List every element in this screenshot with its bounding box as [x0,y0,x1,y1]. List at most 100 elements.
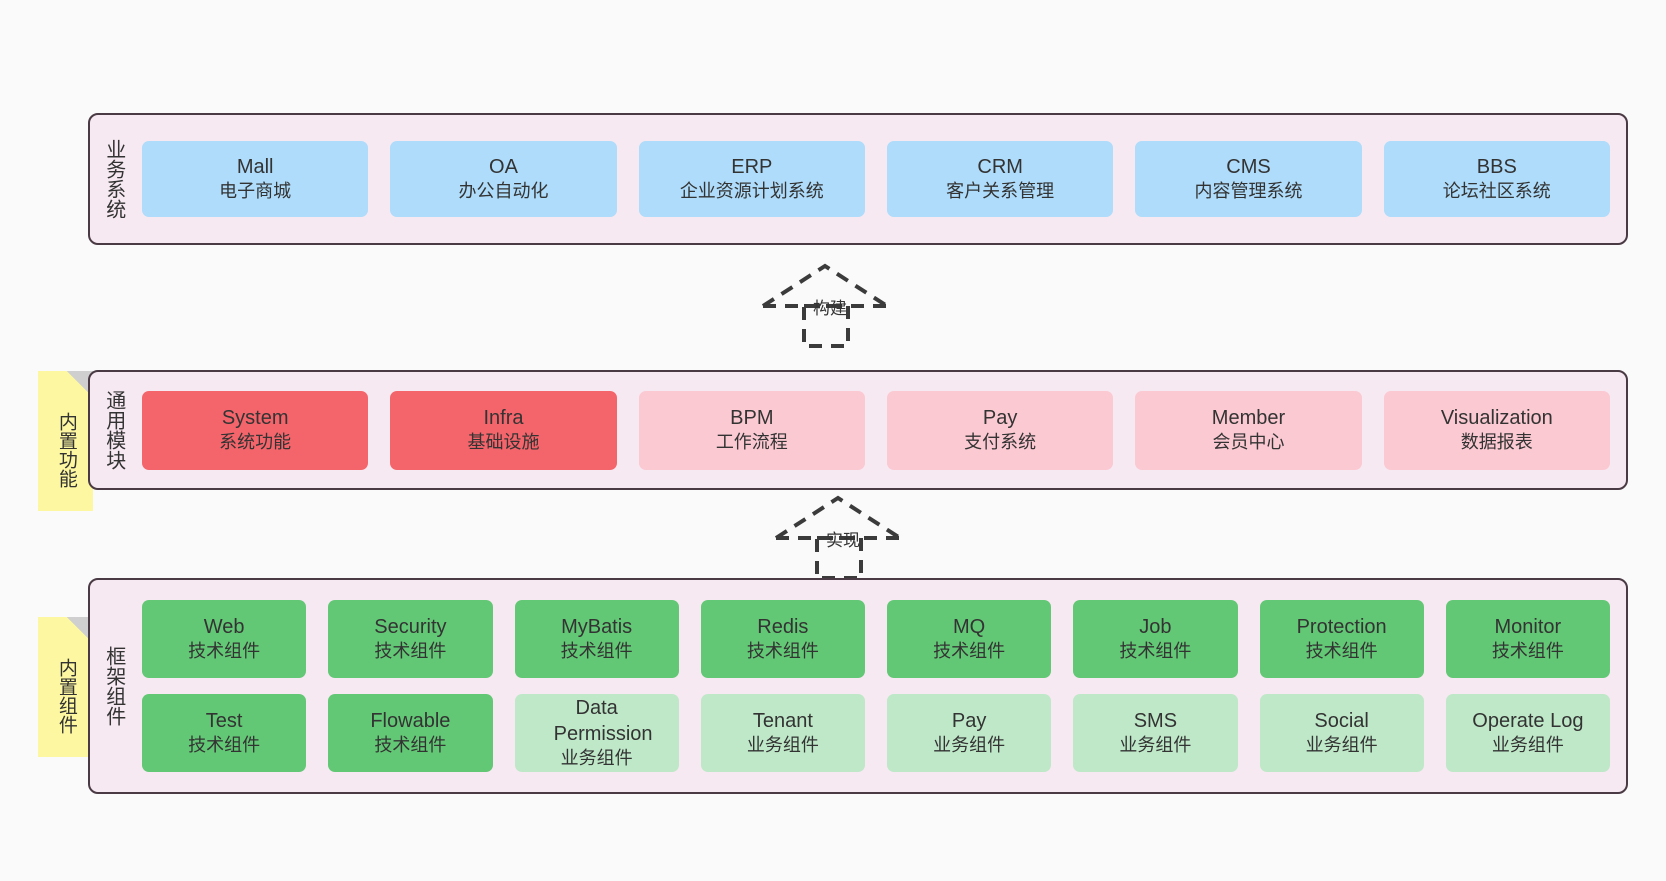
card-subtitle: 技术组件 [188,735,261,756]
card-title: BPM [730,407,774,430]
card-subtitle: 技术组件 [1491,641,1564,662]
card-system[interactable]: System 系统功能 [142,390,369,470]
card-title: Test [205,710,243,733]
note-builtin-features[interactable]: 内置功能 [38,371,93,511]
arrow-head-triangle [761,263,889,308]
card-title: Redis [757,616,809,639]
card-title: System [221,407,289,430]
card-subtitle: 系统功能 [219,432,292,453]
card-subtitle: 企业资源计划系统 [679,181,824,202]
layer-business-row: Mall 电子商城 OA 办公自动化 ERP 企业资源计划系统 CRM 客户关系… [142,141,1610,217]
card-subtitle: 业务组件 [1305,735,1378,756]
card-mall[interactable]: Mall 电子商城 [142,141,369,217]
card-mq[interactable]: MQ 技术组件 [887,600,1052,678]
card-subtitle: 客户关系管理 [946,181,1055,202]
layer-framework-row-business: Test 技术组件 Flowable 技术组件 Data Permission … [142,694,1610,772]
card-title: Job [1139,616,1172,639]
card-job[interactable]: Job 技术组件 [1073,600,1238,678]
card-mybatis[interactable]: MyBatis 技术组件 [514,600,679,678]
arrow-stem [815,536,863,580]
layer-common-title: 通用模块 [102,390,125,470]
card-subtitle: 办公自动化 [458,181,549,202]
note-builtin-features-label: 内置功能 [55,412,77,488]
card-oa[interactable]: OA 办公自动化 [390,141,617,217]
card-title: Data Permission [553,697,653,745]
card-title: Monitor [1494,616,1562,639]
card-redis[interactable]: Redis 技术组件 [700,600,865,678]
card-title: Operate Log [1472,710,1584,733]
card-pay-business[interactable]: Pay 业务组件 [887,694,1052,772]
card-operate-log[interactable]: Operate Log 业务组件 [1445,694,1610,772]
card-subtitle: 工作流程 [715,432,788,453]
connector-implement: 实现 [766,490,926,580]
card-cms[interactable]: CMS 内容管理系统 [1135,141,1362,217]
card-infra[interactable]: Infra 基础设施 [390,390,617,470]
card-subtitle: 会员中心 [1212,432,1285,453]
card-subtitle: 基础设施 [467,432,540,453]
card-title: Pay [982,407,1018,430]
layer-common-modules: 通用模块 System 系统功能 Infra 基础设施 BPM 工作流程 Pay… [88,370,1628,490]
card-pay[interactable]: Pay 支付系统 [886,390,1114,470]
card-title: MQ [953,616,986,639]
layer-business-systems: 业务系统 Mall 电子商城 OA 办公自动化 ERP 企业资源计划系统 CRM… [88,113,1628,245]
layer-framework-row-tech: Web 技术组件 Security 技术组件 MyBatis 技术组件 Redi… [142,600,1610,678]
card-title: Security [374,616,447,639]
card-title: CMS [1226,156,1271,179]
card-subtitle: 业务组件 [933,735,1006,756]
card-subtitle: 支付系统 [964,432,1037,453]
card-tenant[interactable]: Tenant 业务组件 [700,694,865,772]
card-title: BBS [1476,156,1517,179]
card-subtitle: 技术组件 [1119,641,1192,662]
card-erp[interactable]: ERP 企业资源计划系统 [638,141,865,217]
card-title: Tenant [752,710,813,733]
card-subtitle: 技术组件 [374,641,447,662]
card-monitor[interactable]: Monitor 技术组件 [1445,600,1610,678]
note-builtin-components-label: 内置组件 [55,658,77,734]
card-title: Visualization [1440,407,1553,430]
card-subtitle: 业务组件 [746,735,819,756]
layer-framework-title: 框架组件 [102,646,125,726]
card-title: Web [203,616,245,639]
card-subtitle: 业务组件 [1491,735,1564,756]
card-web[interactable]: Web 技术组件 [142,600,307,678]
layer-common-body: System 系统功能 Infra 基础设施 BPM 工作流程 Pay 支付系统… [136,372,1626,488]
card-subtitle: 技术组件 [746,641,819,662]
card-data-permission[interactable]: Data Permission 业务组件 [514,694,679,772]
card-title: SMS [1133,710,1178,733]
card-subtitle: 技术组件 [188,641,261,662]
card-sms[interactable]: SMS 业务组件 [1073,694,1238,772]
card-subtitle: 技术组件 [933,641,1006,662]
card-subtitle: 内容管理系统 [1194,181,1303,202]
card-test[interactable]: Test 技术组件 [142,694,307,772]
card-bpm[interactable]: BPM 工作流程 [638,390,865,470]
card-member[interactable]: Member 会员中心 [1135,390,1362,470]
card-visualization[interactable]: Visualization 数据报表 [1383,390,1610,470]
card-bbs[interactable]: BBS 论坛社区系统 [1383,141,1610,217]
card-flowable[interactable]: Flowable 技术组件 [328,694,493,772]
card-security[interactable]: Security 技术组件 [328,600,493,678]
card-title: Mall [236,156,274,179]
card-protection[interactable]: Protection 技术组件 [1259,600,1424,678]
arrow-head-triangle [774,495,902,540]
card-title: Pay [951,710,987,733]
layer-business-body: Mall 电子商城 OA 办公自动化 ERP 企业资源计划系统 CRM 客户关系… [136,115,1626,243]
card-title: Social [1314,710,1369,733]
card-title: CRM [977,156,1023,179]
card-crm[interactable]: CRM 客户关系管理 [886,141,1114,217]
layer-common-row: System 系统功能 Infra 基础设施 BPM 工作流程 Pay 支付系统… [142,390,1610,470]
card-title: Flowable [370,710,451,733]
card-subtitle: 数据报表 [1460,432,1533,453]
layer-framework-body: Web 技术组件 Security 技术组件 MyBatis 技术组件 Redi… [136,580,1626,792]
connector-build-label: 构建 [813,299,847,318]
card-title: Protection [1296,616,1387,639]
card-title: OA [489,156,518,179]
layer-framework-components: 框架组件 Web 技术组件 Security 技术组件 MyBatis 技术组件… [88,578,1628,794]
note-builtin-components[interactable]: 内置组件 [38,617,93,757]
connector-implement-label: 实现 [826,531,860,550]
card-subtitle: 业务组件 [1119,735,1192,756]
card-subtitle: 电子商城 [219,181,292,202]
card-subtitle: 论坛社区系统 [1442,181,1551,202]
card-subtitle: 技术组件 [560,641,633,662]
card-social[interactable]: Social 业务组件 [1259,694,1424,772]
